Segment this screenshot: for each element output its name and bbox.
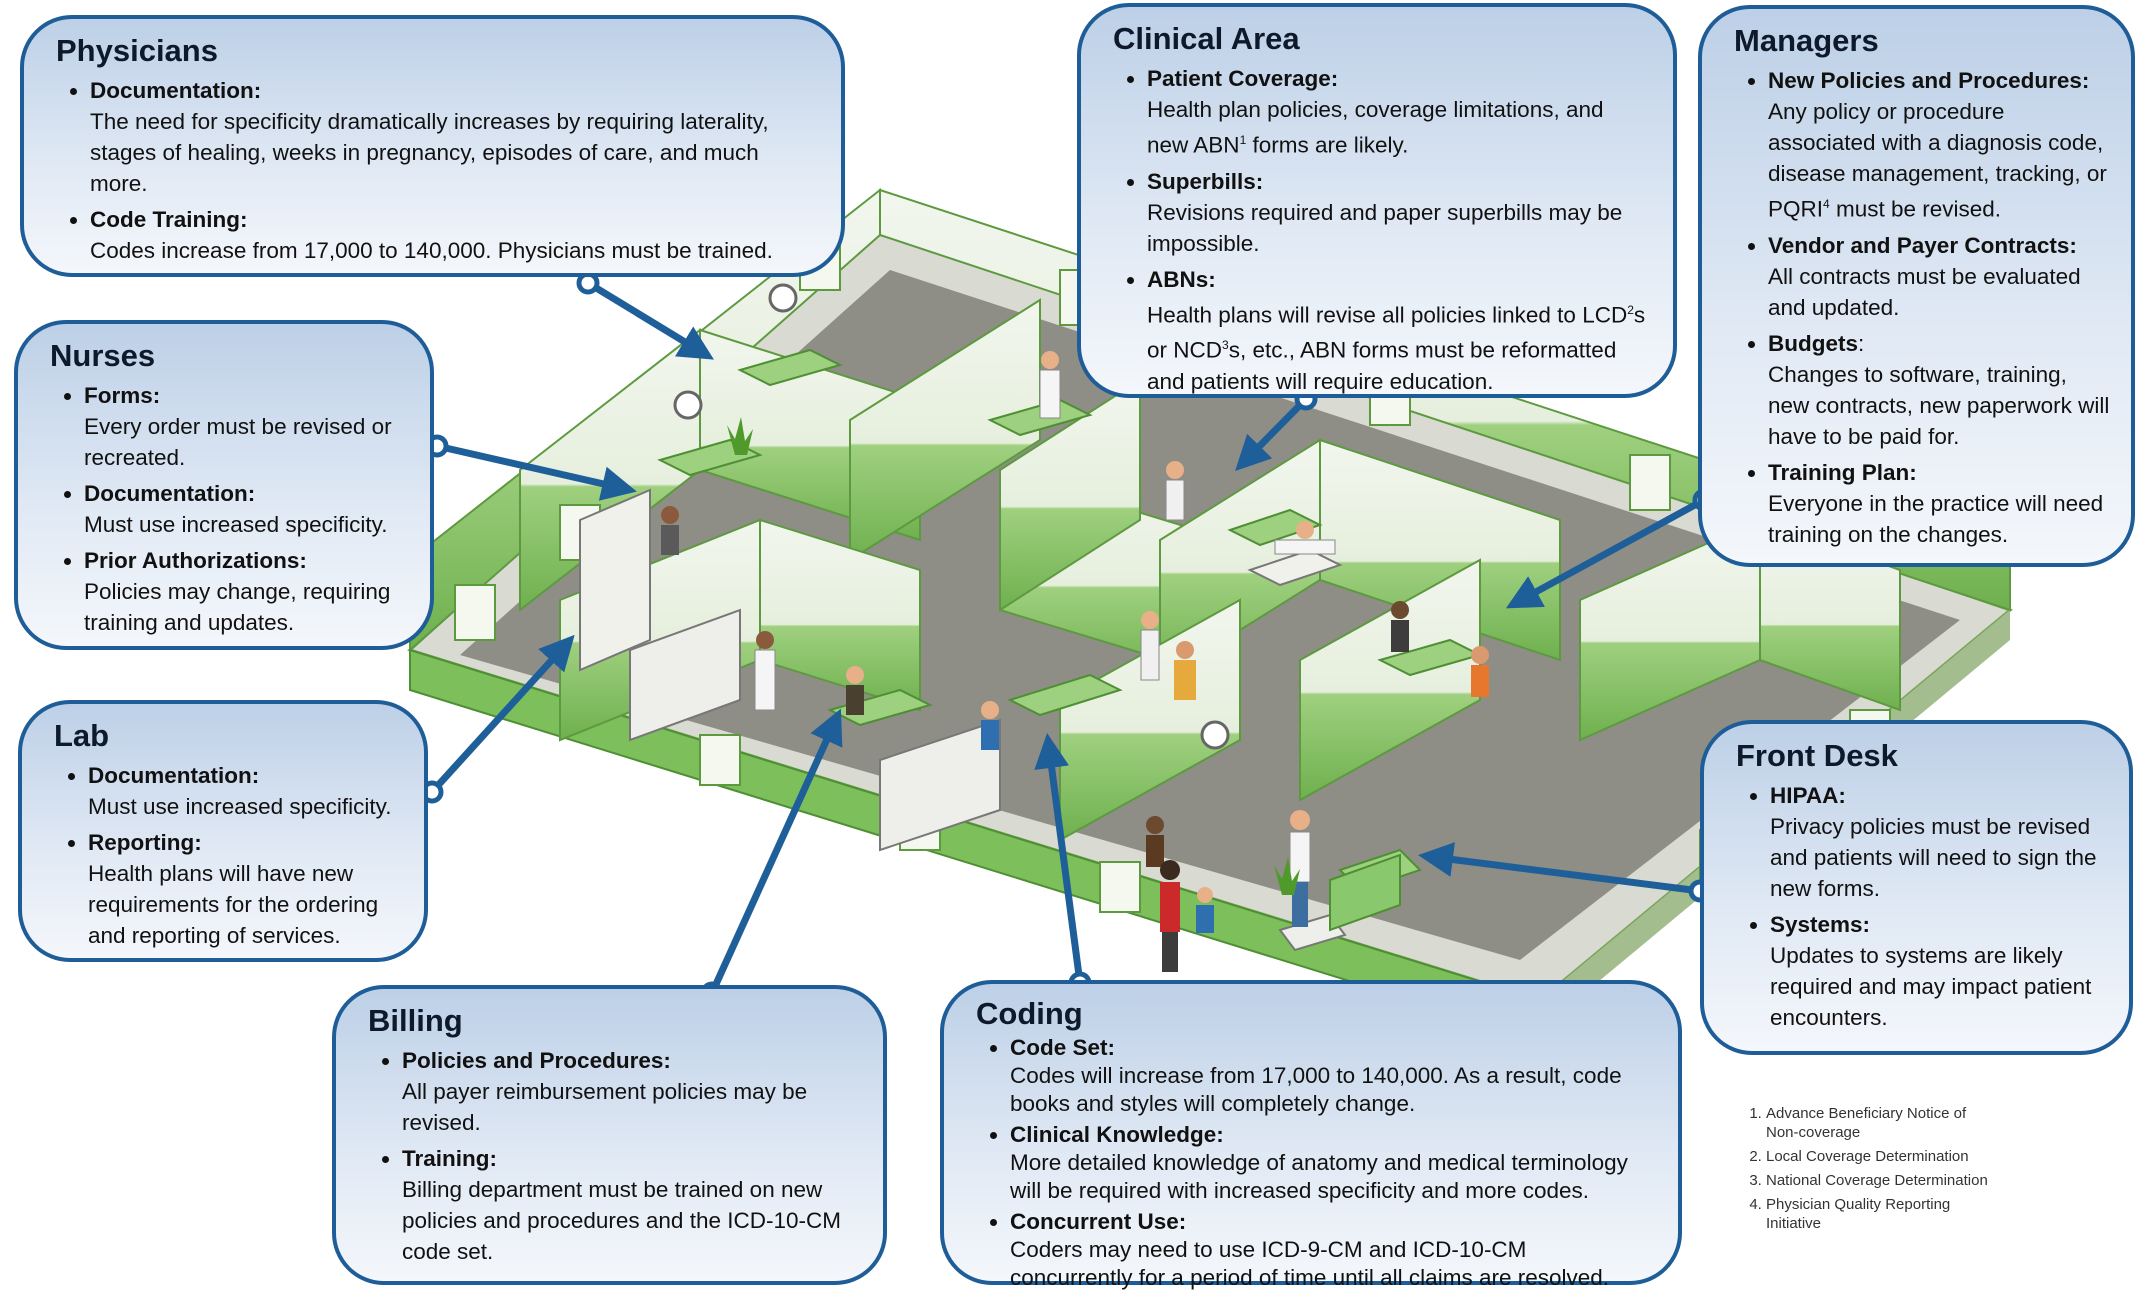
waiting-room-sofa [1329, 853, 1401, 932]
clinical-item: Patient Coverage:Health plan policies, c… [1147, 63, 1647, 161]
lab-callout: Lab Documentation:Must use increased spe… [18, 700, 428, 962]
lab-item: Reporting:Health plans will have new req… [88, 827, 398, 951]
clinical-item: ABNs:Health plans will revise all polici… [1147, 264, 1647, 397]
physicians-item: Code Training:Codes increase from 17,000… [90, 204, 815, 266]
coding-item: Clinical Knowledge:More detailed knowled… [1010, 1121, 1652, 1205]
footnote-item: National Coverage Determination [1766, 1171, 2006, 1190]
nurses-callout: Nurses Forms:Every order must be revised… [14, 320, 434, 650]
nurses-item: Prior Authorizations:Policies may change… [84, 545, 404, 638]
billing-item: Policies and Procedures:All payer reimbu… [402, 1045, 857, 1138]
billing-callout: Billing Policies and Procedures:All paye… [332, 985, 887, 1285]
front-desk-title: Front Desk [1736, 738, 1898, 773]
arrow-physicians [586, 280, 714, 360]
physicians-item: Documentation:The need for specificity d… [90, 75, 815, 199]
clinical-area-title: Clinical Area [1113, 21, 1300, 56]
clock-icon [673, 283, 1230, 750]
billing-item: Training:Billing department must be trai… [402, 1143, 857, 1267]
coding-item: Concurrent Use:Coders may need to use IC… [1010, 1208, 1652, 1292]
arrow-coding [1034, 733, 1084, 984]
footnotes: Advance Beneficiary Notice of Non-covera… [1742, 1104, 2006, 1238]
coding-item: Code Set:Codes will increase from 17,000… [1010, 1034, 1652, 1118]
front-desk-callout: Front Desk HIPAA:Privacy policies must b… [1700, 720, 2133, 1055]
clinical-area-callout: Clinical Area Patient Coverage:Health pl… [1077, 3, 1677, 398]
physicians-callout: Physicians Documentation:The need for sp… [20, 15, 845, 277]
managers-callout: Managers New Policies and Procedures:Any… [1698, 5, 2135, 567]
managers-item: New Policies and Procedures:Any policy o… [1768, 65, 2113, 225]
staff-and-patients [661, 351, 1489, 972]
front-desk-item: HIPAA:Privacy policies must be revised a… [1770, 780, 2111, 904]
arrow-lab [429, 634, 575, 795]
callout-arrows [429, 280, 1706, 995]
arrow-frontdesk [1418, 842, 1701, 895]
footnote-item: Advance Beneficiary Notice of Non-covera… [1766, 1104, 1976, 1142]
arrow-nurses [436, 442, 637, 501]
clinical-item: Superbills:Revisions required and paper … [1147, 166, 1647, 259]
footnote-item: Physician Quality Reporting Initiative [1766, 1195, 2006, 1233]
arrow-managers [1505, 496, 1706, 609]
lab-title: Lab [54, 718, 110, 753]
arrow-clinical [1235, 396, 1309, 471]
managers-title: Managers [1734, 23, 1879, 58]
coding-title: Coding [976, 996, 1083, 1031]
managers-item: Training Plan:Everyone in the practice w… [1768, 457, 2113, 550]
front-desk-item: Systems:Updates to systems are likely re… [1770, 909, 2111, 1033]
lab-item: Documentation:Must use increased specifi… [88, 760, 398, 822]
managers-item: Vendor and Payer Contracts:All contracts… [1768, 230, 2113, 323]
nurses-title: Nurses [50, 338, 156, 373]
billing-title: Billing [368, 1003, 463, 1038]
nurses-item: Forms:Every order must be revised or rec… [84, 380, 404, 473]
arrow-billing [708, 708, 843, 995]
footnote-item: Local Coverage Determination [1766, 1147, 2006, 1166]
plant-icon [727, 417, 1300, 895]
coding-callout: Coding Code Set:Codes will increase from… [940, 980, 1682, 1290]
nurses-item: Documentation:Must use increased specifi… [84, 478, 404, 540]
managers-item: Budgets:Changes to software, training, n… [1768, 328, 2113, 452]
physicians-title: Physicians [56, 33, 218, 68]
